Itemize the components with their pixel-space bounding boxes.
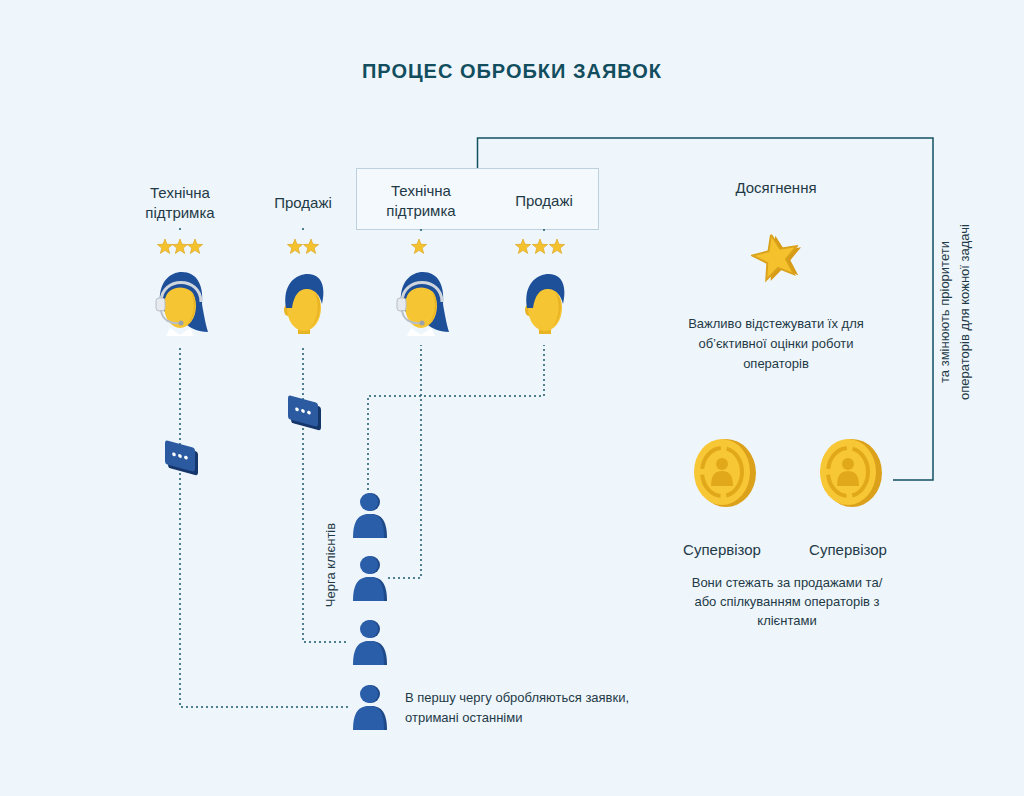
operator-role: Продажі xyxy=(504,173,584,229)
chat-dot xyxy=(307,410,311,415)
chat-bubble xyxy=(288,395,318,427)
connector-label: та змінюють пріоритети операторів для ко… xyxy=(935,212,975,412)
queue-label: Черга клієнтів xyxy=(321,523,340,607)
star-symbol xyxy=(287,239,302,253)
client-icon xyxy=(348,617,388,667)
chat-dot xyxy=(301,409,305,414)
connector-mask xyxy=(177,230,546,345)
dotted-connector xyxy=(303,228,348,642)
supervisor-coin xyxy=(820,439,882,507)
mask-strip xyxy=(540,231,546,345)
star-face xyxy=(749,230,803,282)
star-symbol xyxy=(532,239,547,253)
client-silhouette xyxy=(353,493,387,538)
star-symbol xyxy=(187,239,202,253)
client-silhouette xyxy=(348,490,388,540)
supervisor-label: Супервізор xyxy=(683,541,761,558)
role-label: Продажі xyxy=(274,193,332,213)
client-silhouette xyxy=(348,617,388,667)
achievement-star xyxy=(749,229,807,284)
operator-heads xyxy=(156,272,564,336)
chat-shadow xyxy=(291,399,321,431)
chat-icon xyxy=(165,440,198,476)
role-label: Технічна підтримка xyxy=(130,183,230,223)
role-label: Продажі xyxy=(515,191,573,211)
support-operator-icon xyxy=(156,272,208,336)
operator-role: Продажі xyxy=(263,178,343,228)
star-symbol xyxy=(411,239,426,253)
sales-operator-icon xyxy=(525,274,564,334)
client-icon xyxy=(348,490,388,540)
diagram-title: ПРОЦЕС ОБРОБКИ ЗАЯВОК xyxy=(0,60,1024,83)
queue-note: В першу чергу обробляються заявки, отрим… xyxy=(405,688,670,728)
chat-dot xyxy=(184,455,188,460)
client-icon xyxy=(348,553,388,603)
priority-connector xyxy=(478,138,934,480)
chat-dot xyxy=(178,454,182,459)
client-silhouette xyxy=(353,556,387,601)
mask-strip xyxy=(418,231,424,345)
supervisor-node: Супервізор xyxy=(803,440,893,558)
operator-role: Технічна підтримка xyxy=(371,173,471,229)
client-silhouette xyxy=(348,553,388,603)
achievement-title: Досягнення xyxy=(735,178,816,198)
client-silhouette xyxy=(348,682,388,732)
supervisor-note: Вони стежать за продажами та/або спілкув… xyxy=(682,573,892,630)
star-depth xyxy=(753,231,807,283)
dotted-connector xyxy=(388,229,421,578)
operator-role: Технічна підтримка xyxy=(130,178,230,228)
client-silhouette xyxy=(353,685,387,730)
supervisor-coin xyxy=(694,439,756,507)
achievement-block: ДосягненняВажливо відстежувати їх для об… xyxy=(676,178,876,374)
star-symbol xyxy=(549,239,564,253)
supervisor-label: Супервізор xyxy=(809,541,887,558)
chat-dot xyxy=(295,407,299,412)
role-label: Технічна підтримка xyxy=(371,181,471,221)
dotted-connector xyxy=(368,229,544,490)
operator-group-box: Технічна підтримка Продажі xyxy=(356,168,599,230)
client-icon: В першу чергу обробляються заявки, отрим… xyxy=(348,682,388,732)
chat-dot xyxy=(172,452,176,457)
dotted-connector xyxy=(180,228,348,707)
achievement-note: Важливо відстежувати їх для об’єктивної … xyxy=(676,314,876,374)
sales-operator-icon xyxy=(284,274,323,334)
rating-stars xyxy=(157,239,564,253)
client-silhouette xyxy=(353,620,387,665)
star-symbol xyxy=(515,239,530,253)
mask-strip xyxy=(300,230,306,345)
star-symbol xyxy=(157,239,172,253)
support-operator-icon xyxy=(397,272,449,336)
star-symbol xyxy=(303,239,318,253)
star-symbol xyxy=(172,239,187,253)
chat-shadow xyxy=(168,444,198,476)
supervisor-node: Супервізор xyxy=(677,440,767,558)
mask-strip xyxy=(177,230,183,345)
chat-icon xyxy=(288,395,321,431)
chat-bubble xyxy=(165,440,195,472)
